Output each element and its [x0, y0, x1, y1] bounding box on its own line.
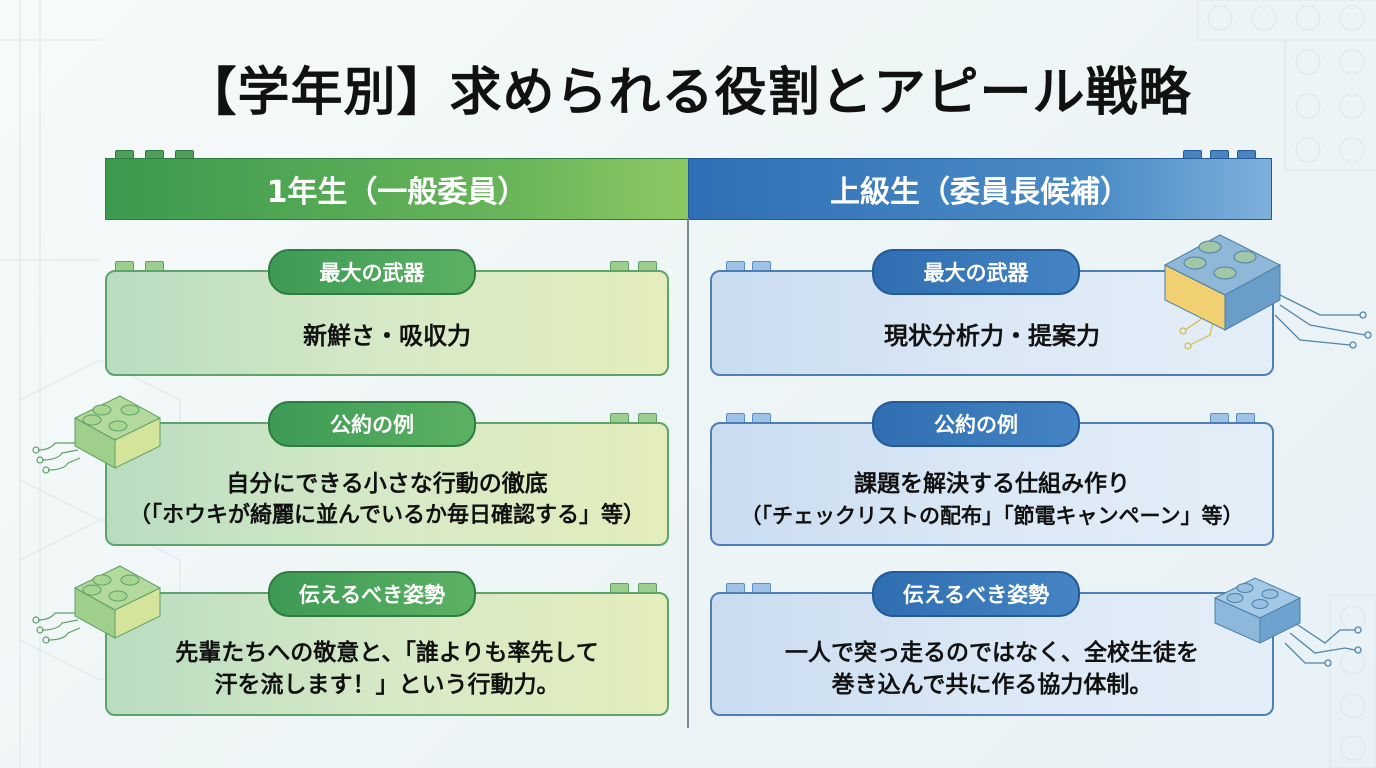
card-text: 一人で突っ走るのではなく、全校生徒を	[785, 640, 1199, 666]
section-label-pill: 伝えるべき姿勢	[268, 571, 476, 617]
card-text: 巻き込んで共に作る協力体制。	[831, 672, 1153, 698]
card-text: （「ホウキが綺麗に並んでいるか毎日確認する」等）	[129, 503, 645, 528]
column-divider	[687, 218, 689, 728]
section-label-pill: 最大の武器	[872, 249, 1080, 295]
card-text: （「チェックリストの配布」「節電キャンペーン」等）	[740, 504, 1244, 528]
card-text: 自分にできる小さな行動の徹底	[226, 471, 548, 497]
column-header-senior: 上級生（委員長候補）	[688, 158, 1272, 220]
section-label-pill: 伝えるべき姿勢	[872, 571, 1080, 617]
card-text: 先輩たちへの敬意と、「誰よりも率先して	[175, 640, 599, 666]
card-text: 汗を流します！」という行動力。	[214, 672, 560, 698]
card-text: 新鮮さ・吸収力	[303, 322, 471, 350]
lego-brick-icon	[32, 395, 162, 474]
section-label-pill: 公約の例	[872, 401, 1080, 447]
lego-brick-icon	[1163, 234, 1372, 350]
lego-brick-icon	[1213, 577, 1362, 667]
section-label-pill: 最大の武器	[268, 249, 476, 295]
column-header-first-year: 1年生（一般委員）	[105, 158, 689, 220]
card-text: 課題を解決する仕組み作り	[854, 471, 1130, 497]
section-label-pill: 公約の例	[268, 401, 476, 447]
card-text: 現状分析力・提案力	[884, 322, 1100, 350]
lego-brick-icon	[32, 565, 162, 644]
page-title: 【学年別】求められる役割とアピール戦略	[184, 63, 1192, 123]
